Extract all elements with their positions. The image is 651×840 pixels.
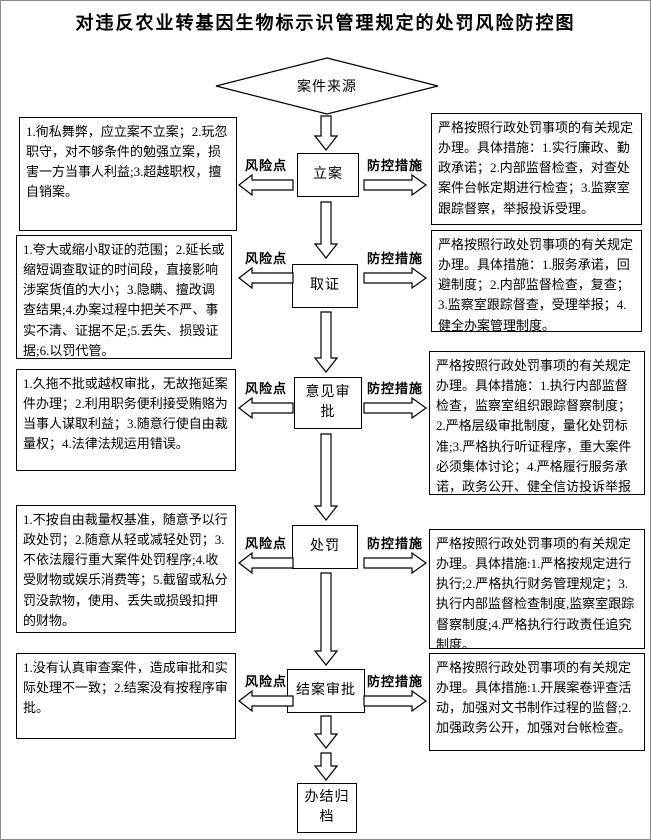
down-arrow-icon [314,752,338,781]
risk-box: 1.没有认真审查案件，造成审批和实际处理不一致；2.结案没有按程序审批。 [16,653,236,739]
control-measures-label: 防控措施 [367,381,424,396]
node-archive: 办结归档 [297,783,357,833]
risk-point-label: 风险点 [245,674,288,689]
risk-box: 1.徇私舞弊，应立案不立案；2.玩忽职守，对不够条件的勉强立案，损害一方当事人利… [19,117,237,231]
risk-box: 1.不按自由裁量权基准，随意予以行政处罚；2.随意从轻或减轻处罚；3.不依法履行… [16,505,236,633]
diagram-title: 对违反农业转基因生物标示识管理规定的处罚风险防控图 [75,13,576,33]
control-box: 严格按照行政处罚事项的有关规定办理。具体措施：1.执行内部监督检查，监察室组织跟… [429,351,645,495]
right-arrow-icon [363,552,427,574]
left-arrow-icon [238,174,294,196]
control-measures-label: 防控措施 [367,158,424,173]
right-arrow-icon [363,397,427,419]
down-arrow-icon [314,311,338,373]
down-arrow-icon [314,201,338,259]
node-case-closing-approval: 结案审批 [287,669,365,713]
risk-box: 1.夸大或缩小取证的范围；2.延长或缩短调查取证的时间段，直接影响涉案货值的大小… [16,235,232,359]
node-punishment: 处罚 [292,525,358,569]
right-arrow-icon [363,267,427,289]
right-arrow-icon [363,690,427,712]
risk-point-label: 风险点 [245,158,288,173]
risk-point-label: 风险点 [245,251,288,266]
down-arrow-icon [314,115,338,151]
control-box: 严格按照行政处罚事项的有关规定办理。具体措施:1.开展案卷评查活动，加强对文书制… [429,653,645,751]
down-arrow-icon [314,572,338,666]
node-filing: 立案 [297,153,359,197]
node-opinion-approval: 意见审批 [294,377,362,429]
right-arrow-icon [363,174,427,196]
down-arrow-icon [314,715,338,749]
risk-point-label: 风险点 [245,381,288,396]
left-arrow-icon [238,552,294,574]
left-arrow-icon [238,690,294,712]
node-evidence-collection: 取证 [292,264,358,308]
diamond-shape [215,57,439,115]
control-box: 严格按照行政处罚事项的有关规定办理。具体措施：1.服务承诺，回避制度；2.内部监… [431,230,642,332]
risk-point-label: 风险点 [245,536,288,551]
node-case-source: 案件来源 [297,80,357,95]
control-measures-label: 防控措施 [367,251,424,266]
left-arrow-icon [238,267,294,289]
risk-box: 1.久拖不批或越权审批，无故拖延案件办理；2.利用职务便利接受贿赂为当事人谋取利… [16,369,236,471]
control-box: 严格按照行政处罚事项的有关规定办理。具体措施：1.实行廉政、勤政承诺；2.内部监… [431,113,642,225]
down-arrow-icon [314,433,338,521]
control-measures-label: 防控措施 [367,536,424,551]
control-box: 严格按照行政处罚事项的有关规定办理。具体措施:1.严格按规定进行执行;2.严格执… [429,529,645,649]
control-measures-label: 防控措施 [367,674,424,689]
left-arrow-icon [238,397,294,419]
